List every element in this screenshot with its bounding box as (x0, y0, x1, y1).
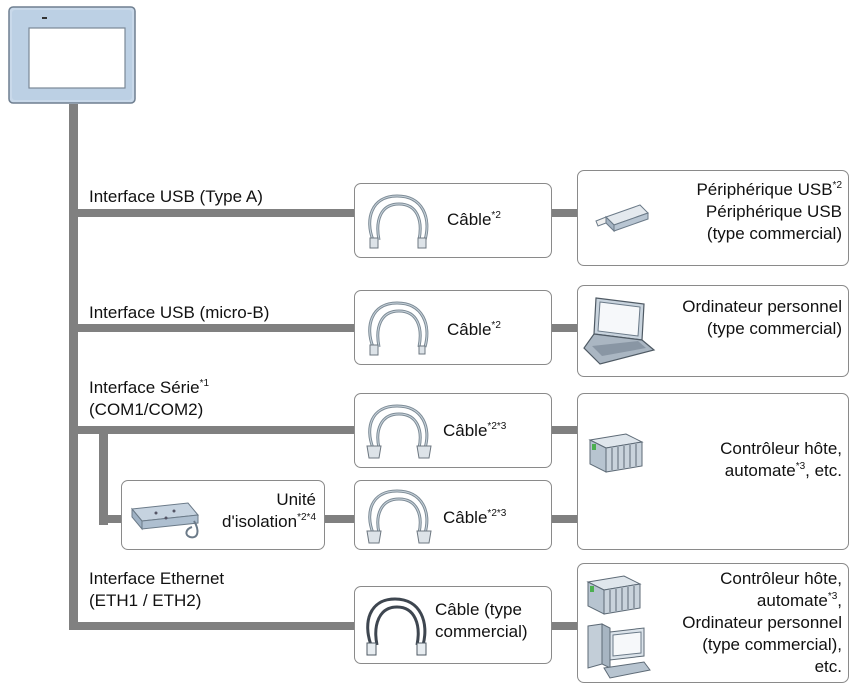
ethernet-device-box: Contrôleur hôte, automate*3, Ordinateur … (577, 563, 849, 683)
usb-cable-icon (368, 301, 429, 356)
isolation-cable-footnote: *2*3 (487, 508, 507, 519)
plc-icon (588, 433, 644, 473)
host-controller-footnote: *3 (795, 461, 806, 472)
usb-stick-icon (595, 204, 649, 233)
usb-a-bus (69, 209, 354, 217)
ethernet-interface-label: Interface Ethernet (ETH1 / ETH2) (89, 568, 224, 612)
plc-icon (586, 575, 642, 615)
usb-a-interface-label: Interface USB (Type A) (89, 187, 263, 206)
serial-cable-icon (366, 404, 432, 459)
serial-cable-box: Câble*2*3 (354, 393, 552, 468)
usb-micro-bus (69, 324, 354, 332)
ethernet-device-line1: Contrôleur hôte, (720, 569, 842, 588)
host-controller-box: Contrôleur hôte, automate*3, etc. (577, 393, 849, 550)
ethernet-device-label: Contrôleur hôte, automate*3, Ordinateur … (682, 568, 842, 678)
serial-branch-horizontal (99, 515, 121, 523)
serial-device-connector (552, 426, 577, 434)
ethernet-device-line2-tail: , (837, 591, 842, 610)
ethernet-device-connector (552, 622, 577, 630)
host-controller-line2: automate (724, 461, 796, 480)
ethernet-cable-line1: Câble (type (435, 600, 522, 619)
isolation-cable-label: Câble*2*3 (443, 507, 506, 529)
isolation-unit-icon (131, 502, 199, 539)
pc-device-label: Ordinateur personnel (type commercial) (682, 296, 842, 340)
ethernet-device-line4: (type commercial), (702, 635, 842, 654)
serial-branch-vertical (99, 430, 108, 525)
ethernet-device-line5: etc. (814, 657, 842, 676)
usb-a-device-connector (552, 209, 577, 217)
usb-micro-device-connector (552, 324, 577, 332)
serial-interface-label: Interface Série*1 (COM1/COM2) (89, 377, 209, 421)
serial-interface-footnote: *1 (199, 378, 210, 389)
host-controller-line1: Contrôleur hôte, (720, 439, 842, 458)
hmi-panel-icon (8, 6, 136, 104)
isolation-unit-line1: Unité (276, 490, 316, 509)
usb-micro-cable-text: Câble (447, 320, 492, 339)
usb-cable-icon (368, 194, 429, 249)
usb-device-line1: Périphérique USB (696, 180, 833, 199)
usb-a-cable-box: Câble*2 (354, 183, 552, 258)
usb-micro-b-interface-label: Interface USB (micro-B) (89, 303, 270, 322)
isolation-to-cable-connector (325, 515, 354, 523)
usb-a-cable-footnote: *2 (491, 210, 501, 221)
isolation-device-connector (552, 515, 577, 523)
usb-micro-cable-label: Câble*2 (447, 319, 501, 341)
ethernet-interface-label-text: Interface Ethernet (89, 569, 225, 588)
pc-device-line2: (type commercial) (706, 319, 842, 338)
main-vertical-bus (69, 104, 78, 630)
ethernet-device-line3: Ordinateur personnel (682, 613, 842, 632)
isolation-unit-label: Unité d'isolation*2*4 (222, 489, 316, 533)
usb-micro-cable-footnote: *2 (491, 320, 501, 331)
usb-device-footnote: *2 (832, 180, 842, 191)
ethernet-interface-ports: (ETH1 / ETH2) (89, 591, 202, 610)
ethernet-cable-icon (366, 597, 427, 656)
serial-cable-label: Câble*2*3 (443, 420, 506, 442)
ethernet-device-footnote: *3 (827, 591, 838, 602)
ethernet-device-line2: automate (756, 591, 828, 610)
serial-cable-text: Câble (443, 421, 488, 440)
serial-bus (69, 426, 354, 434)
serial-cable-icon (366, 489, 432, 544)
usb-a-device-label: Périphérique USB*2 Périphérique USB (typ… (696, 179, 842, 245)
host-controller-label: Contrôleur hôte, automate*3, etc. (720, 438, 842, 482)
ethernet-bus (69, 622, 354, 630)
ethernet-cable-label: Câble (type commercial) (435, 599, 528, 643)
isolation-unit-line2: d'isolation (222, 512, 298, 531)
usb-a-cable-label: Câble*2 (447, 209, 501, 231)
isolation-cable-text: Câble (443, 508, 488, 527)
isolation-cable-box: Câble*2*3 (354, 480, 552, 550)
pc-device-box: Ordinateur personnel (type commercial) (577, 285, 849, 377)
ethernet-cable-line2: commercial) (435, 622, 528, 641)
usb-device-line3: (type commercial) (706, 224, 842, 243)
ethernet-cable-box: Câble (type commercial) (354, 586, 552, 664)
laptop-icon (583, 297, 656, 365)
serial-interface-ports: (COM1/COM2) (89, 400, 204, 419)
usb-micro-cable-box: Câble*2 (354, 290, 552, 365)
serial-interface-label-text: Interface Série (89, 378, 200, 397)
isolation-unit-box: Unité d'isolation*2*4 (121, 480, 325, 550)
usb-a-device-box: Périphérique USB*2 Périphérique USB (typ… (577, 170, 849, 266)
usb-a-cable-text: Câble (447, 210, 492, 229)
host-controller-line2-tail: , etc. (805, 461, 842, 480)
desktop-pc-icon (587, 623, 651, 679)
usb-device-line2: Périphérique USB (705, 202, 842, 221)
pc-device-line1: Ordinateur personnel (682, 297, 842, 316)
isolation-unit-footnote: *2*4 (297, 512, 316, 523)
serial-cable-footnote: *2*3 (487, 421, 507, 432)
